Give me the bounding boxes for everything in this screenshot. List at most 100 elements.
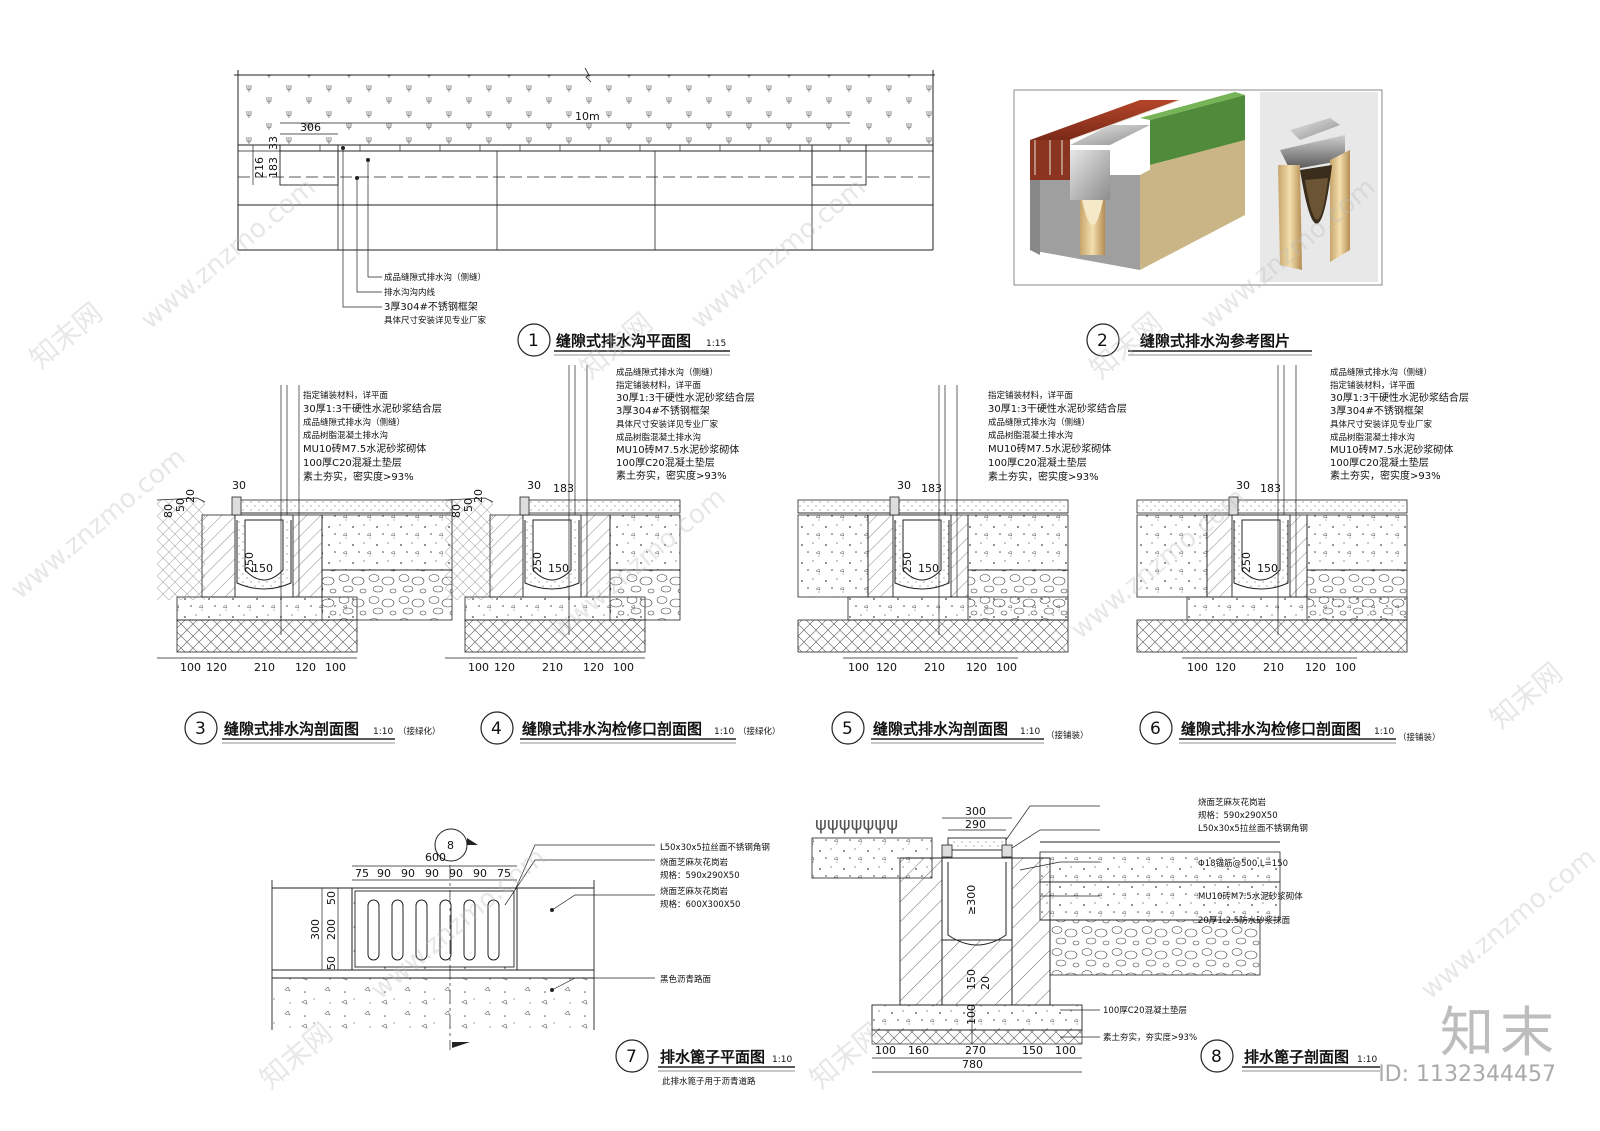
- grate-sec-bottom-3: 150: [1022, 1044, 1043, 1057]
- title-6-number: 6: [1150, 719, 1161, 739]
- sec3-soil-1: 50: [174, 498, 187, 512]
- watermark-site-8: www.znzmo.com: [1415, 842, 1600, 1005]
- title-4-scale: 1:10: [714, 727, 734, 737]
- grate-plan-side-1: 50: [325, 891, 338, 905]
- grate-plan-top-0: 75: [355, 867, 369, 880]
- sec4-soil-1: 50: [462, 498, 475, 512]
- title-5-scale: 1:10: [1020, 727, 1040, 737]
- sec4-note-0: 成品缝隙式排水沟（侧缝）: [616, 367, 718, 378]
- sec5-note-0: 指定铺装材料，详平面: [988, 390, 1074, 401]
- sec3-note-3: 成品树脂混凝土排水沟: [303, 430, 388, 441]
- render-drain-installed: [1030, 92, 1245, 270]
- brand-logo: 知末: [1440, 1001, 1560, 1064]
- title-3-text: 缝隙式排水沟剖面图: [224, 720, 359, 738]
- title-7-text: 排水篦子平面图: [660, 1048, 765, 1066]
- section-6-notes: 成品缝隙式排水沟（侧缝） 指定铺装材料，详平面 30厚1:3干硬性水泥砂浆结合层…: [1330, 367, 1469, 482]
- grate-sec-top-0: 300: [965, 805, 986, 818]
- grate-plan-note-4: 规格：600X300X50: [660, 899, 740, 910]
- watermark-cn-1: 知末网: [23, 296, 109, 375]
- sec6-bottom-4: 100: [1335, 661, 1356, 674]
- plan-dim-w2: 183: [267, 157, 280, 178]
- grate-sec-note-5: 20厚1:2.5防水砂浆抹面: [1198, 915, 1291, 926]
- title-8-number: 8: [1211, 1047, 1222, 1067]
- section-4-dims: 30 183 250 150 80 50 20 100 120 210 120 …: [450, 479, 634, 674]
- sec6-dim-top-b: 183: [1260, 482, 1281, 495]
- sec5-bottom-0: 100: [848, 661, 869, 674]
- sec5-note-1: 30厚1:3干硬性水泥砂浆结合层: [988, 402, 1127, 415]
- sec5-note-5: 100厚C20混凝土垫层: [988, 456, 1087, 469]
- title-4: 4 缝隙式排水沟检修口剖面图 1:10 （接绿化）: [480, 711, 781, 745]
- title-2-number: 2: [1097, 331, 1108, 351]
- plan-dim-w1: 216: [253, 157, 266, 178]
- sec4-note-2: 30厚1:3干硬性水泥砂浆结合层: [616, 391, 755, 404]
- sec6-note-3: 3厚304#不锈钢框架: [1330, 404, 1424, 417]
- sec3-dim-depth: 250: [243, 552, 256, 573]
- grate-sec-top-1: 290: [965, 818, 986, 831]
- grate-sec-note-3: Φ18锚筋@500,L=150: [1198, 858, 1288, 869]
- plan-note-2: 排水沟沟内线: [384, 287, 436, 298]
- sec6-bottom-1: 120: [1215, 661, 1236, 674]
- sec4-bottom-2: 210: [542, 661, 563, 674]
- sec3-note-0: 指定铺装材料，详平面: [303, 390, 389, 401]
- title-5-number: 5: [842, 719, 853, 739]
- title-7: 7 排水篦子平面图 1:10: [615, 1039, 795, 1073]
- sec6-note-5: 成品树脂混凝土排水沟: [1330, 432, 1415, 443]
- title-4-suffix: （接绿化）: [738, 726, 781, 737]
- sec3-note-5: 100厚C20混凝土垫层: [303, 456, 402, 469]
- sec3-soil-0: 80: [162, 504, 175, 518]
- grate-sec-note-0: 烧面芝麻灰花岗岩: [1198, 797, 1267, 808]
- title-3-scale: 1:10: [373, 727, 393, 737]
- sec5-bottom-4: 100: [996, 661, 1017, 674]
- render-drain-channel: [1260, 92, 1378, 282]
- sec3-dim-top: 30: [232, 479, 246, 492]
- section-5-dims: 30 183 250 150 100 120 210 120 100: [848, 479, 1017, 674]
- grate-plan-note-1: 烧面芝麻灰花岗岩: [660, 857, 729, 868]
- sec5-note-4: MU10砖M7.5水泥砂浆砌体: [988, 442, 1111, 455]
- sec3-note-6: 素土夯实，密实度>93%: [303, 470, 414, 483]
- grate-sec-lower-2: 20: [979, 976, 992, 990]
- sec3-note-1: 30厚1:3干硬性水泥砂浆结合层: [303, 402, 442, 415]
- title-1-number: 1: [528, 331, 539, 351]
- title-6-scale: 1:10: [1374, 727, 1394, 737]
- title-8-scale: 1:10: [1357, 1055, 1377, 1065]
- title-3: 3 缝隙式排水沟剖面图 1:10 （接绿化）: [184, 711, 441, 745]
- section-6-dims: 30 183 250 150 100 120 210 120 100: [1187, 479, 1356, 674]
- grate-section-drawing: ψψψψψψψ 300 290 ≥300 150 100 20 100 160 …: [811, 797, 1308, 1073]
- sec4-note-5: 成品树脂混凝土排水沟: [616, 432, 701, 443]
- sec4-dim-top-b: 183: [553, 482, 574, 495]
- title-5-suffix: （接铺装）: [1046, 730, 1089, 741]
- title-2: 2 缝隙式排水沟参考图片: [1086, 323, 1312, 357]
- sec6-note-1: 指定铺装材料，详平面: [1330, 380, 1416, 391]
- grate-sec-overall: 780: [962, 1058, 983, 1071]
- sec6-dim-top: 30: [1236, 479, 1250, 492]
- grate-plan-top-6: 75: [497, 867, 511, 880]
- sec3-note-4: MU10砖M7.5水泥砂浆砌体: [303, 442, 426, 455]
- section-5-notes: 指定铺装材料，详平面 30厚1:3干硬性水泥砂浆结合层 成品缝隙式排水沟（侧缝）…: [988, 390, 1127, 483]
- grate-sec-note-1: 规格：590x290X50: [1198, 810, 1278, 821]
- sec6-note-7: 100厚C20混凝土垫层: [1330, 456, 1429, 469]
- sec4-note-8: 素土夯实，密实度>93%: [616, 469, 727, 482]
- title-6-suffix: （接铺装）: [1398, 732, 1441, 743]
- section-drawing-3: [156, 385, 453, 659]
- grate-sec-bottom-4: 100: [1055, 1044, 1076, 1057]
- grate-plan-side-3: 50: [325, 956, 338, 970]
- sec6-note-2: 30厚1:3干硬性水泥砂浆结合层: [1330, 391, 1469, 404]
- section-4-notes: 成品缝隙式排水沟（侧缝） 指定铺装材料，详平面 30厚1:3干硬性水泥砂浆结合层…: [616, 367, 755, 482]
- section-3-dims: 30 250 150 80 50 20 100 120 210 120 100: [162, 479, 346, 674]
- grate-sec-lower-0: 150: [965, 969, 978, 990]
- grate-plan-top-4: 90: [449, 867, 463, 880]
- sec5-dim-top-b: 183: [921, 482, 942, 495]
- plan-dim-spacing: 306: [300, 121, 321, 134]
- plan-note-3: 3厚304#不锈钢框架: [384, 300, 478, 313]
- title-5: 5 缝隙式排水沟剖面图 1:10 （接铺装）: [831, 711, 1089, 745]
- grate-plan-note-5: 黑色沥青路面: [660, 974, 712, 985]
- grate-plan-overall: 600: [425, 851, 446, 864]
- sec4-bottom-1: 120: [494, 661, 515, 674]
- sec3-bottom-2: 210: [254, 661, 275, 674]
- grate-sec-note-4: MU10砖M7.5水泥砂浆砌体: [1198, 891, 1303, 902]
- section-drawing-5: [797, 385, 1069, 659]
- plan-dim-w3: 33: [267, 136, 280, 150]
- grate-plan-note-0: L50x30x5拉丝面不锈钢角钢: [660, 842, 770, 853]
- watermark-site-2: www.znzmo.com: [685, 172, 871, 335]
- sec5-note-2: 成品缝隙式排水沟（侧缝）: [988, 417, 1090, 428]
